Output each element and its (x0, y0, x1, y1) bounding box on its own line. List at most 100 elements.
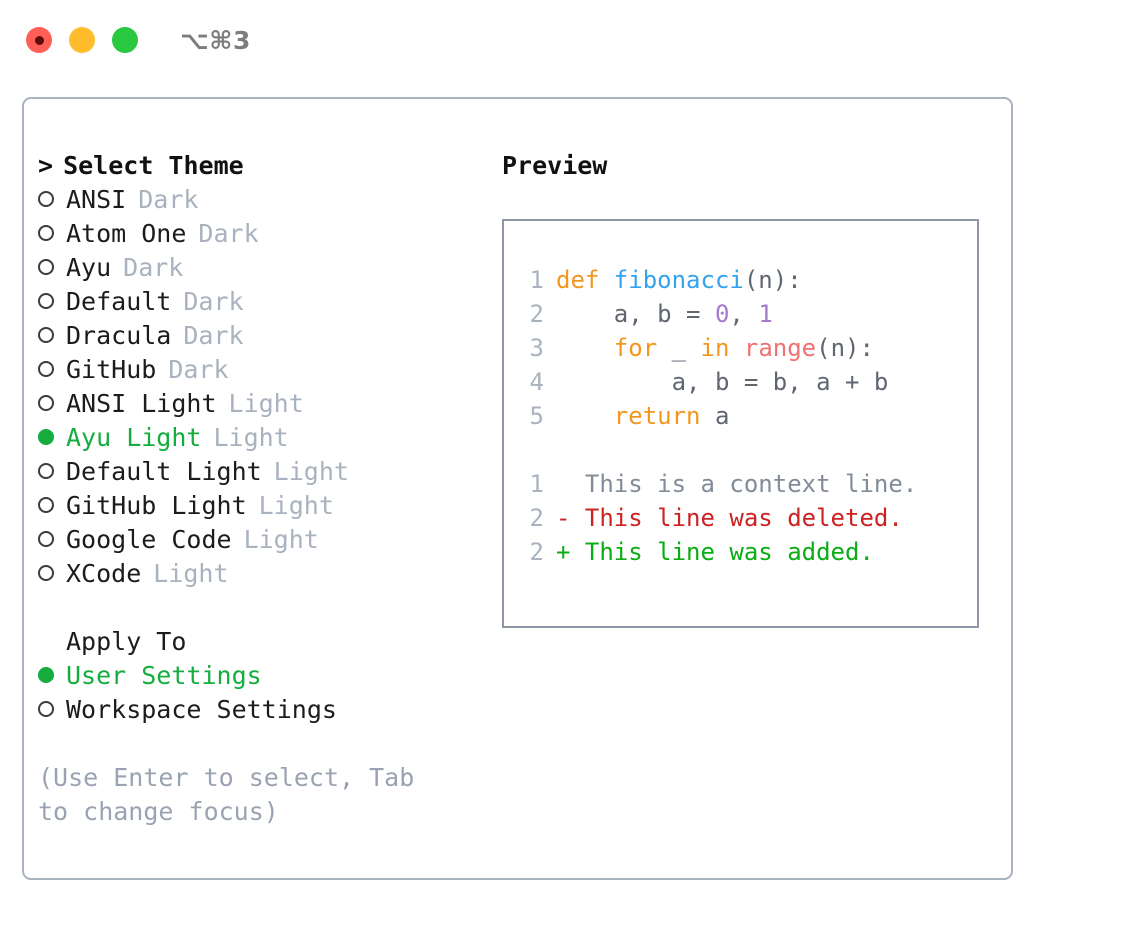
theme-variant-tag: Light (243, 525, 319, 554)
theme-option-label: Ayu (66, 253, 112, 282)
preview-title: Preview (502, 151, 608, 180)
theme-option-label: GitHub Light (66, 491, 247, 520)
radio-unselected-icon[interactable] (38, 463, 54, 479)
theme-option-github[interactable]: GitHub Dark (38, 353, 488, 387)
line-number: 3 (529, 334, 544, 362)
select-theme-heading-label: Select Theme (63, 151, 244, 180)
radio-unselected-icon[interactable] (38, 293, 54, 309)
theme-option-label: Dracula (66, 321, 172, 350)
code-token: def (556, 266, 614, 294)
code-token (556, 402, 614, 430)
radio-selected-icon[interactable] (38, 667, 54, 683)
code-token: a, b = (556, 300, 715, 328)
radio-unselected-icon[interactable] (38, 361, 54, 377)
theme-option-label: XCode (66, 559, 142, 588)
code-line: 3 for _ in range(n): (518, 331, 977, 365)
code-preview-spacer (518, 433, 977, 467)
theme-variant-tag: Dark (123, 253, 184, 282)
theme-variant-tag: Light (273, 457, 349, 486)
theme-variant-tag: Light (213, 423, 289, 452)
code-token: range (743, 334, 817, 362)
diff-marker: - (556, 504, 585, 532)
radio-unselected-icon[interactable] (38, 327, 54, 343)
line-number: 1 (529, 266, 544, 294)
radio-unselected-icon[interactable] (38, 259, 54, 275)
close-window-icon[interactable] (26, 27, 52, 53)
apply-to-title: Apply To (66, 627, 187, 656)
apply-to-option-label: Workspace Settings (66, 695, 337, 724)
code-token: a, b = b, a + b (556, 368, 889, 396)
traffic-light-group (26, 27, 138, 53)
theme-option-label: ANSI Light (66, 389, 217, 418)
theme-option-label: ANSI (66, 185, 127, 214)
code-token: in (700, 334, 730, 362)
theme-variant-tag: Light (153, 559, 229, 588)
window-titlebar: ⌥⌘3 (0, 0, 1140, 80)
diff-text: This line was deleted. (584, 504, 903, 532)
line-number: 2 (529, 504, 544, 532)
maximize-window-icon[interactable] (112, 27, 138, 53)
code-token: 0 (714, 300, 730, 328)
radio-unselected-icon[interactable] (38, 531, 54, 547)
diff-text: This line was added. (584, 538, 874, 566)
minimize-window-icon[interactable] (69, 27, 95, 53)
line-number: 2 (529, 300, 544, 328)
apply-to-option-user-settings[interactable]: User Settings (38, 659, 488, 693)
theme-variant-tag: Light (228, 389, 304, 418)
radio-selected-icon[interactable] (38, 429, 54, 445)
theme-option-ansi-light[interactable]: ANSI Light Light (38, 387, 488, 421)
radio-unselected-icon[interactable] (38, 497, 54, 513)
theme-variant-tag: Dark (183, 321, 244, 350)
diff-marker (556, 470, 585, 498)
code-token: return (613, 402, 701, 430)
keyboard-hint-text: (Use Enter to select, Tab to change focu… (38, 763, 415, 826)
code-line: 5 return a (518, 399, 977, 433)
code-token: fibonacci (613, 266, 744, 294)
theme-option-ayu[interactable]: Ayu Dark (38, 251, 488, 285)
diff-line: 1 This is a context line. (518, 467, 977, 501)
code-line: 4 a, b = b, a + b (518, 365, 977, 399)
theme-option-label: Google Code (66, 525, 232, 554)
diff-line: 2+ This line was added. (518, 535, 977, 569)
theme-option-label: GitHub (66, 355, 157, 384)
code-line: 2 a, b = 0, 1 (518, 297, 977, 331)
theme-option-ansi[interactable]: ANSI Dark (38, 183, 488, 217)
theme-variant-tag: Dark (168, 355, 229, 384)
code-token: 1 (758, 300, 773, 328)
diff-line: 2- This line was deleted. (518, 501, 977, 535)
code-token: a (700, 402, 730, 430)
diff-marker: + (556, 538, 585, 566)
radio-unselected-icon[interactable] (38, 701, 54, 717)
radio-unselected-icon[interactable] (38, 225, 54, 241)
theme-option-dracula[interactable]: Dracula Dark (38, 319, 488, 353)
line-number: 5 (529, 402, 544, 430)
theme-option-xcode[interactable]: XCode Light (38, 557, 488, 591)
theme-option-label: Default Light (66, 457, 262, 486)
selection-caret-icon: > (38, 151, 54, 180)
code-token: _ (657, 334, 701, 362)
theme-option-google-code[interactable]: Google Code Light (38, 523, 488, 557)
theme-option-default-light[interactable]: Default Light Light (38, 455, 488, 489)
apply-to-option-label: User Settings (66, 661, 262, 690)
theme-variant-tag: Dark (138, 185, 199, 214)
radio-unselected-icon[interactable] (38, 565, 54, 581)
radio-unselected-icon[interactable] (38, 395, 54, 411)
code-token: , (729, 300, 759, 328)
apply-to-option-workspace-settings[interactable]: Workspace Settings (38, 693, 488, 727)
line-number: 4 (529, 368, 544, 396)
radio-unselected-icon[interactable] (38, 191, 54, 207)
theme-variant-tag: Dark (183, 287, 244, 316)
select-theme-heading: > Select Theme (38, 149, 488, 183)
